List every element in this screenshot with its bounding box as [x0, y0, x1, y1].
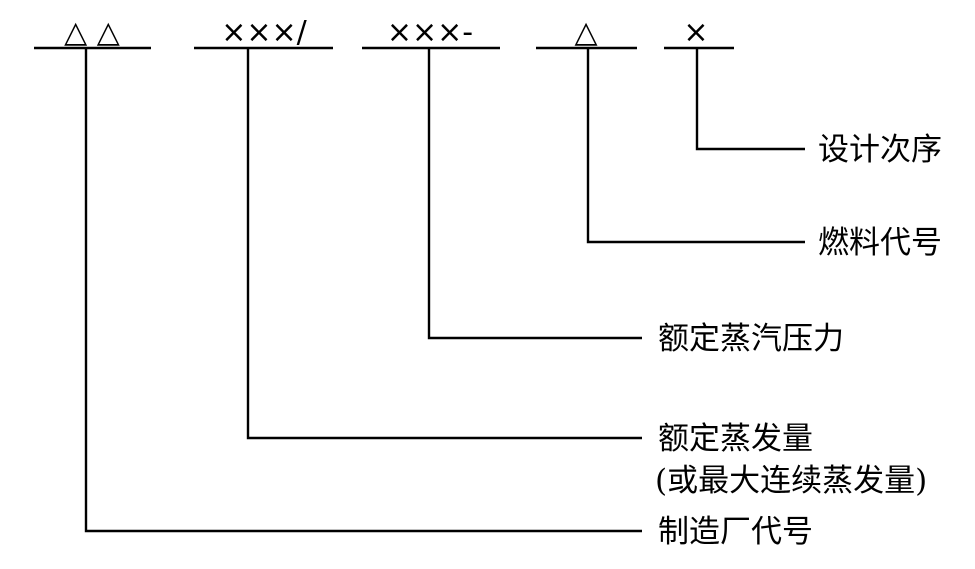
code-segment-capacity: ×××/ [221, 15, 307, 50]
label-rated-capacity-note: (或最大连续蒸发量) [655, 463, 927, 499]
label-manufacturer-code: 制造厂代号 [658, 514, 813, 550]
label-rated-capacity: 额定蒸发量 [658, 421, 813, 457]
label-design-sequence: 设计次序 [818, 132, 942, 168]
code-segment-design: × [683, 15, 708, 50]
label-fuel-code: 燃料代号 [818, 225, 942, 261]
code-segment-pressure: ×××- [387, 15, 473, 50]
leader-line-manufacturer [84, 48, 642, 533]
label-rated-pressure: 额定蒸汽压力 [658, 321, 844, 357]
code-segment-fuel: △ [574, 15, 597, 50]
code-segment-manufacturer: △ △ [64, 15, 120, 50]
leader-line-pressure [427, 48, 642, 340]
leader-line-design [695, 48, 805, 151]
leader-line-capacity [246, 48, 642, 440]
leader-line-fuel [586, 48, 805, 244]
